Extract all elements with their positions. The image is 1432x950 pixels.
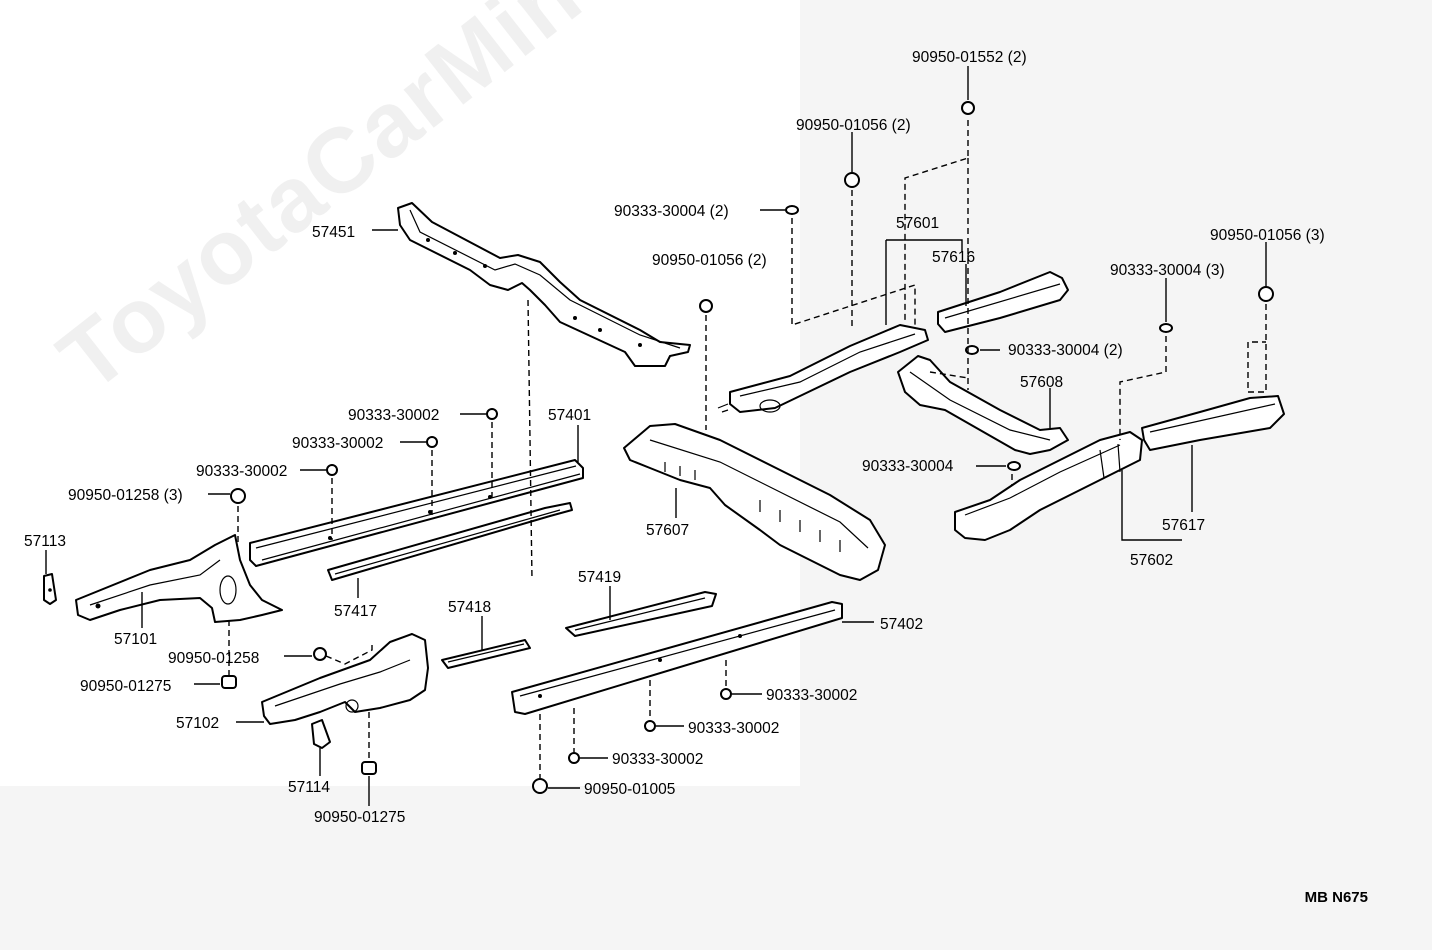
nut-icon xyxy=(568,752,580,764)
label-90333-30002: 90333-30002 xyxy=(766,687,857,704)
part-57607 xyxy=(623,423,886,581)
label-90333-30002: 90333-30002 xyxy=(348,407,439,424)
diagram-code: MB N675 xyxy=(1304,889,1368,906)
plug-icon xyxy=(785,205,799,215)
part-57402 xyxy=(511,601,843,715)
label-57616: 57616 xyxy=(932,249,975,266)
label-90950-01258: 90950-01258 xyxy=(168,650,259,667)
bolt-icon xyxy=(699,299,713,313)
label-57601: 57601 xyxy=(896,215,939,232)
nut-icon xyxy=(720,688,732,700)
part-57616 xyxy=(937,271,1069,333)
nut-icon xyxy=(361,761,377,775)
label-57417: 57417 xyxy=(334,603,377,620)
label-90333-30002: 90333-30002 xyxy=(196,463,287,480)
part-57113 xyxy=(43,573,57,605)
part-57608 xyxy=(897,355,1069,455)
part-57417 xyxy=(327,502,573,581)
nut-icon xyxy=(486,408,498,420)
label-57402: 57402 xyxy=(880,616,923,633)
label-90950-01275: 90950-01275 xyxy=(314,809,405,826)
plug-icon xyxy=(1159,323,1173,333)
label-90950-01056: 90950-01056 (2) xyxy=(796,117,911,134)
nut-icon xyxy=(221,675,237,689)
part-57418 xyxy=(441,639,531,669)
part-57617 xyxy=(1141,395,1285,451)
part-57602 xyxy=(954,431,1143,541)
part-57102 xyxy=(261,633,429,725)
label-57602: 57602 xyxy=(1130,552,1173,569)
nut-icon xyxy=(326,464,338,476)
part-57419 xyxy=(565,591,717,637)
label-57419: 57419 xyxy=(578,569,621,586)
label-57401: 57401 xyxy=(548,407,591,424)
part-labels: 90950-01552 (2) 90950-01056 (2) 90333-30… xyxy=(24,49,1325,826)
leader-lines xyxy=(45,66,1267,806)
label-90333-30004: 90333-30004 xyxy=(862,458,954,475)
label-57101: 57101 xyxy=(114,631,157,648)
label-57102: 57102 xyxy=(176,715,219,732)
bolt-icon xyxy=(1258,286,1274,302)
label-57451: 57451 xyxy=(312,224,355,241)
bolt-icon xyxy=(313,647,327,661)
label-90333-30004: 90333-30004 (2) xyxy=(1008,342,1123,359)
bolt-icon xyxy=(961,101,975,115)
nut-icon xyxy=(644,720,656,732)
label-57617: 57617 xyxy=(1162,517,1205,534)
bolt-icon xyxy=(844,172,860,188)
part-57101 xyxy=(75,534,283,623)
label-90950-01056: 90950-01056 (2) xyxy=(652,252,767,269)
label-90333-30004: 90333-30004 (2) xyxy=(614,203,729,220)
label-57607: 57607 xyxy=(646,522,689,539)
bolt-icon xyxy=(532,778,548,794)
part-57601 xyxy=(717,324,929,413)
label-90333-30002: 90333-30002 xyxy=(612,751,703,768)
nut-icon xyxy=(426,436,438,448)
plug-icon xyxy=(965,345,979,355)
label-57114: 57114 xyxy=(288,779,330,796)
label-90333-30002: 90333-30002 xyxy=(688,720,779,737)
part-57114 xyxy=(311,719,331,749)
label-90950-01552: 90950-01552 (2) xyxy=(912,49,1027,66)
label-90333-30002: 90333-30002 xyxy=(292,435,383,452)
label-90950-01005: 90950-01005 xyxy=(584,781,675,798)
label-57608: 57608 xyxy=(1020,374,1063,391)
label-90950-01258: 90950-01258 (3) xyxy=(68,487,183,504)
label-90333-30004: 90333-30004 (3) xyxy=(1110,262,1225,279)
alignment-lines xyxy=(228,120,1267,778)
part-57401 xyxy=(249,459,584,567)
label-90950-01056: 90950-01056 (3) xyxy=(1210,227,1325,244)
fasteners xyxy=(221,101,1274,794)
plug-icon xyxy=(1007,461,1021,471)
label-57418: 57418 xyxy=(448,599,491,616)
label-90950-01275: 90950-01275 xyxy=(80,678,171,695)
part-57451 xyxy=(397,202,691,367)
label-57113: 57113 xyxy=(24,533,66,550)
bolt-icon xyxy=(230,488,246,504)
